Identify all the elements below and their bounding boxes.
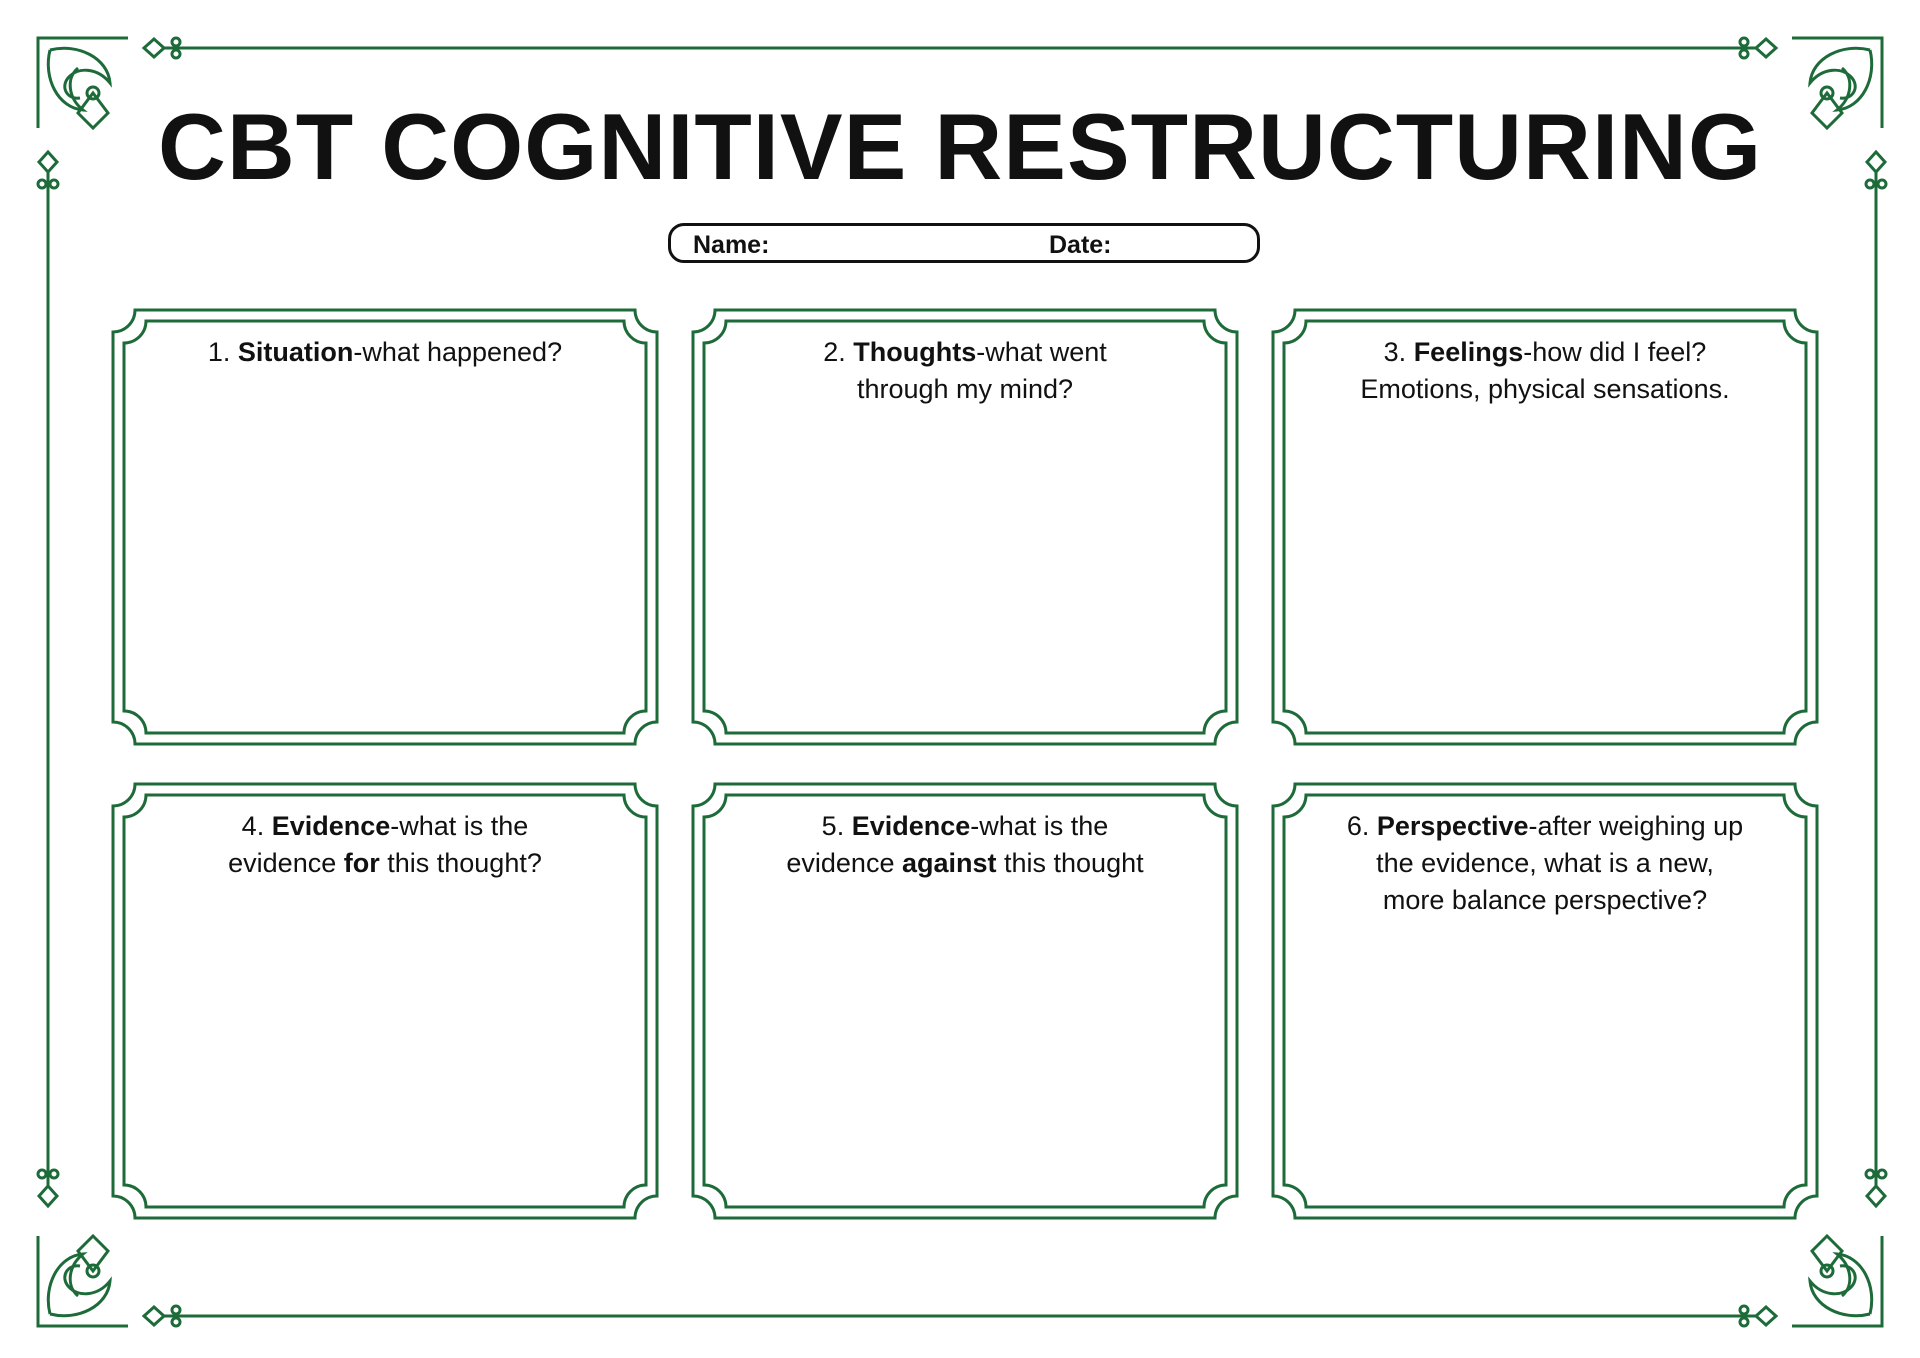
date-label: Date: bbox=[1049, 231, 1112, 259]
worksheet-box-3[interactable]: 3. Feelings-how did I feel?Emotions, phy… bbox=[1270, 307, 1820, 747]
diamond-ornament-icon bbox=[1864, 149, 1888, 208]
corner-flourish-icon bbox=[36, 36, 128, 131]
box-border bbox=[111, 782, 659, 1220]
diamond-ornament-icon bbox=[36, 149, 60, 208]
corner-flourish-icon bbox=[1792, 36, 1884, 131]
corner-flourish-icon bbox=[1792, 1233, 1884, 1328]
diamond-ornament-icon bbox=[141, 36, 200, 60]
worksheet-box-1[interactable]: 1. Situation-what happened? bbox=[110, 307, 660, 747]
box-prompt: 1. Situation-what happened? bbox=[207, 337, 563, 367]
diamond-ornament-icon bbox=[36, 1150, 60, 1209]
box-border bbox=[691, 308, 1239, 746]
box-border bbox=[111, 308, 659, 746]
name-label: Name: bbox=[693, 231, 770, 259]
diamond-ornament-icon bbox=[1864, 1150, 1888, 1209]
page-title: CBT COGNITIVE RESTRUCTURING bbox=[157, 94, 1763, 199]
box-border bbox=[691, 782, 1239, 1220]
box-prompt: 3. Feelings-how did I feel?Emotions, phy… bbox=[1360, 337, 1730, 404]
diamond-ornament-icon bbox=[1720, 1304, 1779, 1328]
box-border bbox=[1271, 782, 1819, 1220]
diamond-ornament-icon bbox=[1720, 36, 1779, 60]
diamond-ornament-icon bbox=[141, 1304, 200, 1328]
corner-flourish-icon bbox=[36, 1233, 128, 1328]
name-date-field[interactable]: Name: Date: bbox=[668, 223, 1260, 263]
box-border bbox=[1271, 308, 1819, 746]
